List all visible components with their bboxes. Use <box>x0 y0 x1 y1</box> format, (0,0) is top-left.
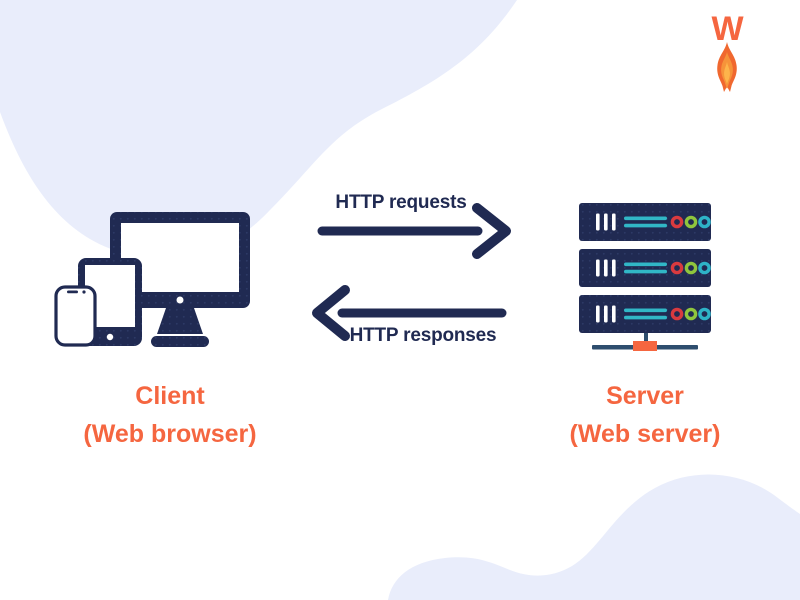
client-label: Client (Web browser) <box>55 377 285 453</box>
client-subtitle: (Web browser) <box>83 420 257 448</box>
monitor-base <box>151 336 209 347</box>
server-subtitle: (Web server) <box>569 420 721 448</box>
network-node-icon <box>633 341 657 351</box>
http-requests-label: HTTP requests <box>335 192 467 213</box>
wp-rocket-logo: W <box>702 12 752 92</box>
request-arrow <box>317 203 511 259</box>
phone-camera-dot <box>82 290 86 294</box>
response-arrow <box>312 285 507 341</box>
server-label: Server (Web server) <box>530 377 760 453</box>
tablet-home-dot <box>106 333 114 341</box>
client-devices-icon <box>54 212 250 347</box>
led-green <box>684 261 698 275</box>
led-red <box>670 307 684 321</box>
server-title: Server <box>606 382 684 410</box>
server-unit-3 <box>579 295 711 333</box>
client-title: Client <box>135 382 205 410</box>
flame-icon <box>717 42 737 92</box>
server-unit-2 <box>579 249 711 287</box>
led-red <box>670 261 684 275</box>
request-arrow-head <box>472 203 511 259</box>
server-rack-icon <box>579 203 711 351</box>
led-teal <box>698 307 711 321</box>
phone-speaker <box>67 290 78 294</box>
led-green <box>684 215 698 229</box>
http-responses-label: HTTP responses <box>349 325 497 346</box>
smartphone-icon <box>54 285 97 347</box>
response-arrow-head <box>312 285 350 341</box>
logo-letter: W <box>711 10 743 48</box>
monitor-camera-dot <box>176 296 184 304</box>
background-blob-bottom-right <box>388 474 800 600</box>
led-red <box>670 215 684 229</box>
background-blob-top-left <box>0 0 517 260</box>
monitor-stand <box>157 308 203 334</box>
led-green <box>684 307 698 321</box>
led-teal <box>698 215 711 229</box>
server-unit-1 <box>579 203 711 241</box>
led-teal <box>698 261 711 275</box>
server-connector-vertical <box>644 330 648 346</box>
